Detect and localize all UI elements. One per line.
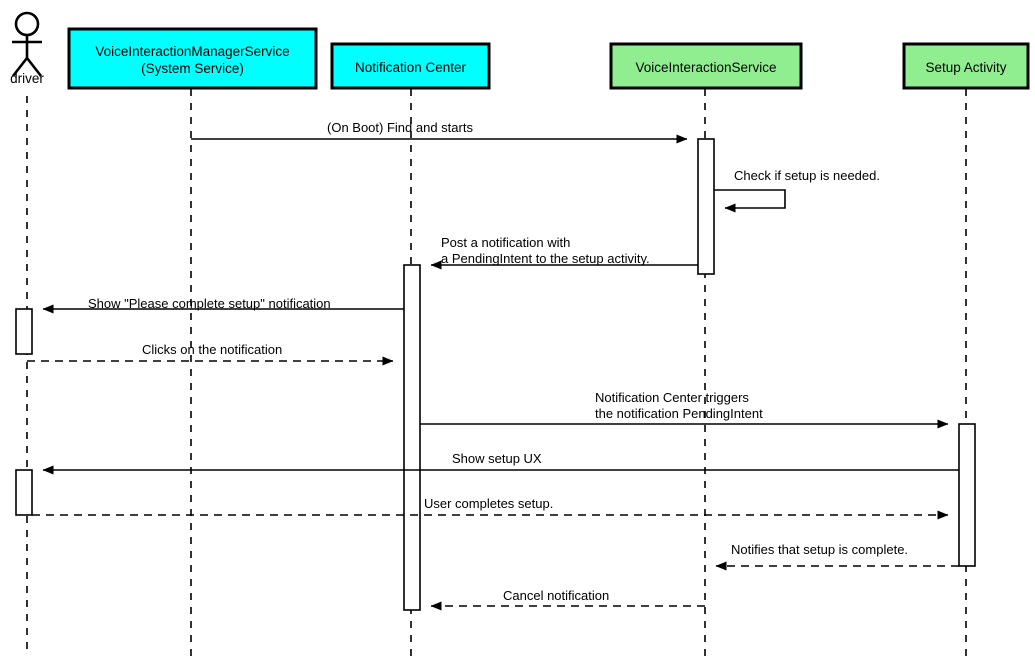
participant-label-nc: Notification Center — [354, 59, 467, 75]
message-label-5: Clicks on the notification — [142, 342, 283, 357]
message-label-6: Notification Center triggers — [595, 390, 749, 405]
stick-figure-icon — [11, 11, 43, 77]
participant-label-vims: (System Service) — [141, 60, 244, 76]
message-label-9: Notifies that setup is complete. — [731, 542, 909, 557]
participant-label-vis: VoiceInteractionService — [635, 59, 777, 75]
activation-bar-vis — [697, 138, 715, 275]
message-label-4: Show "Please complete setup" notificatio… — [88, 296, 331, 311]
activation-bar-driver — [15, 469, 33, 516]
participant-box-nc[interactable] — [330, 42, 491, 90]
message-label-1: (On Boot) Find and starts — [327, 120, 473, 135]
message-label-10: Cancel notification — [503, 588, 610, 603]
participant-label-driver: driver — [10, 71, 44, 86]
participant-label-setup: Setup Activity — [925, 59, 1007, 75]
activation-bar-nc — [403, 264, 421, 611]
message-label-3: a PendingIntent to the setup activity. — [441, 251, 650, 266]
message-label-3: Post a notification with — [441, 235, 571, 250]
participant-box-setup[interactable] — [902, 42, 1030, 90]
message-label-7: Show setup UX — [452, 451, 542, 466]
participant-label-vims: VoiceInteractionManagerService — [95, 43, 290, 59]
activation-bar-setup — [958, 423, 976, 567]
participant-box-vims[interactable] — [67, 27, 318, 90]
message-label-2: Check if setup is needed. — [734, 168, 880, 183]
message-label-8: User completes setup. — [424, 496, 554, 511]
message-arrow-2 — [714, 189, 786, 213]
message-label-6: the notification PendingIntent — [595, 406, 763, 421]
activation-bar-driver — [15, 308, 33, 355]
participant-box-vis[interactable] — [609, 42, 803, 90]
